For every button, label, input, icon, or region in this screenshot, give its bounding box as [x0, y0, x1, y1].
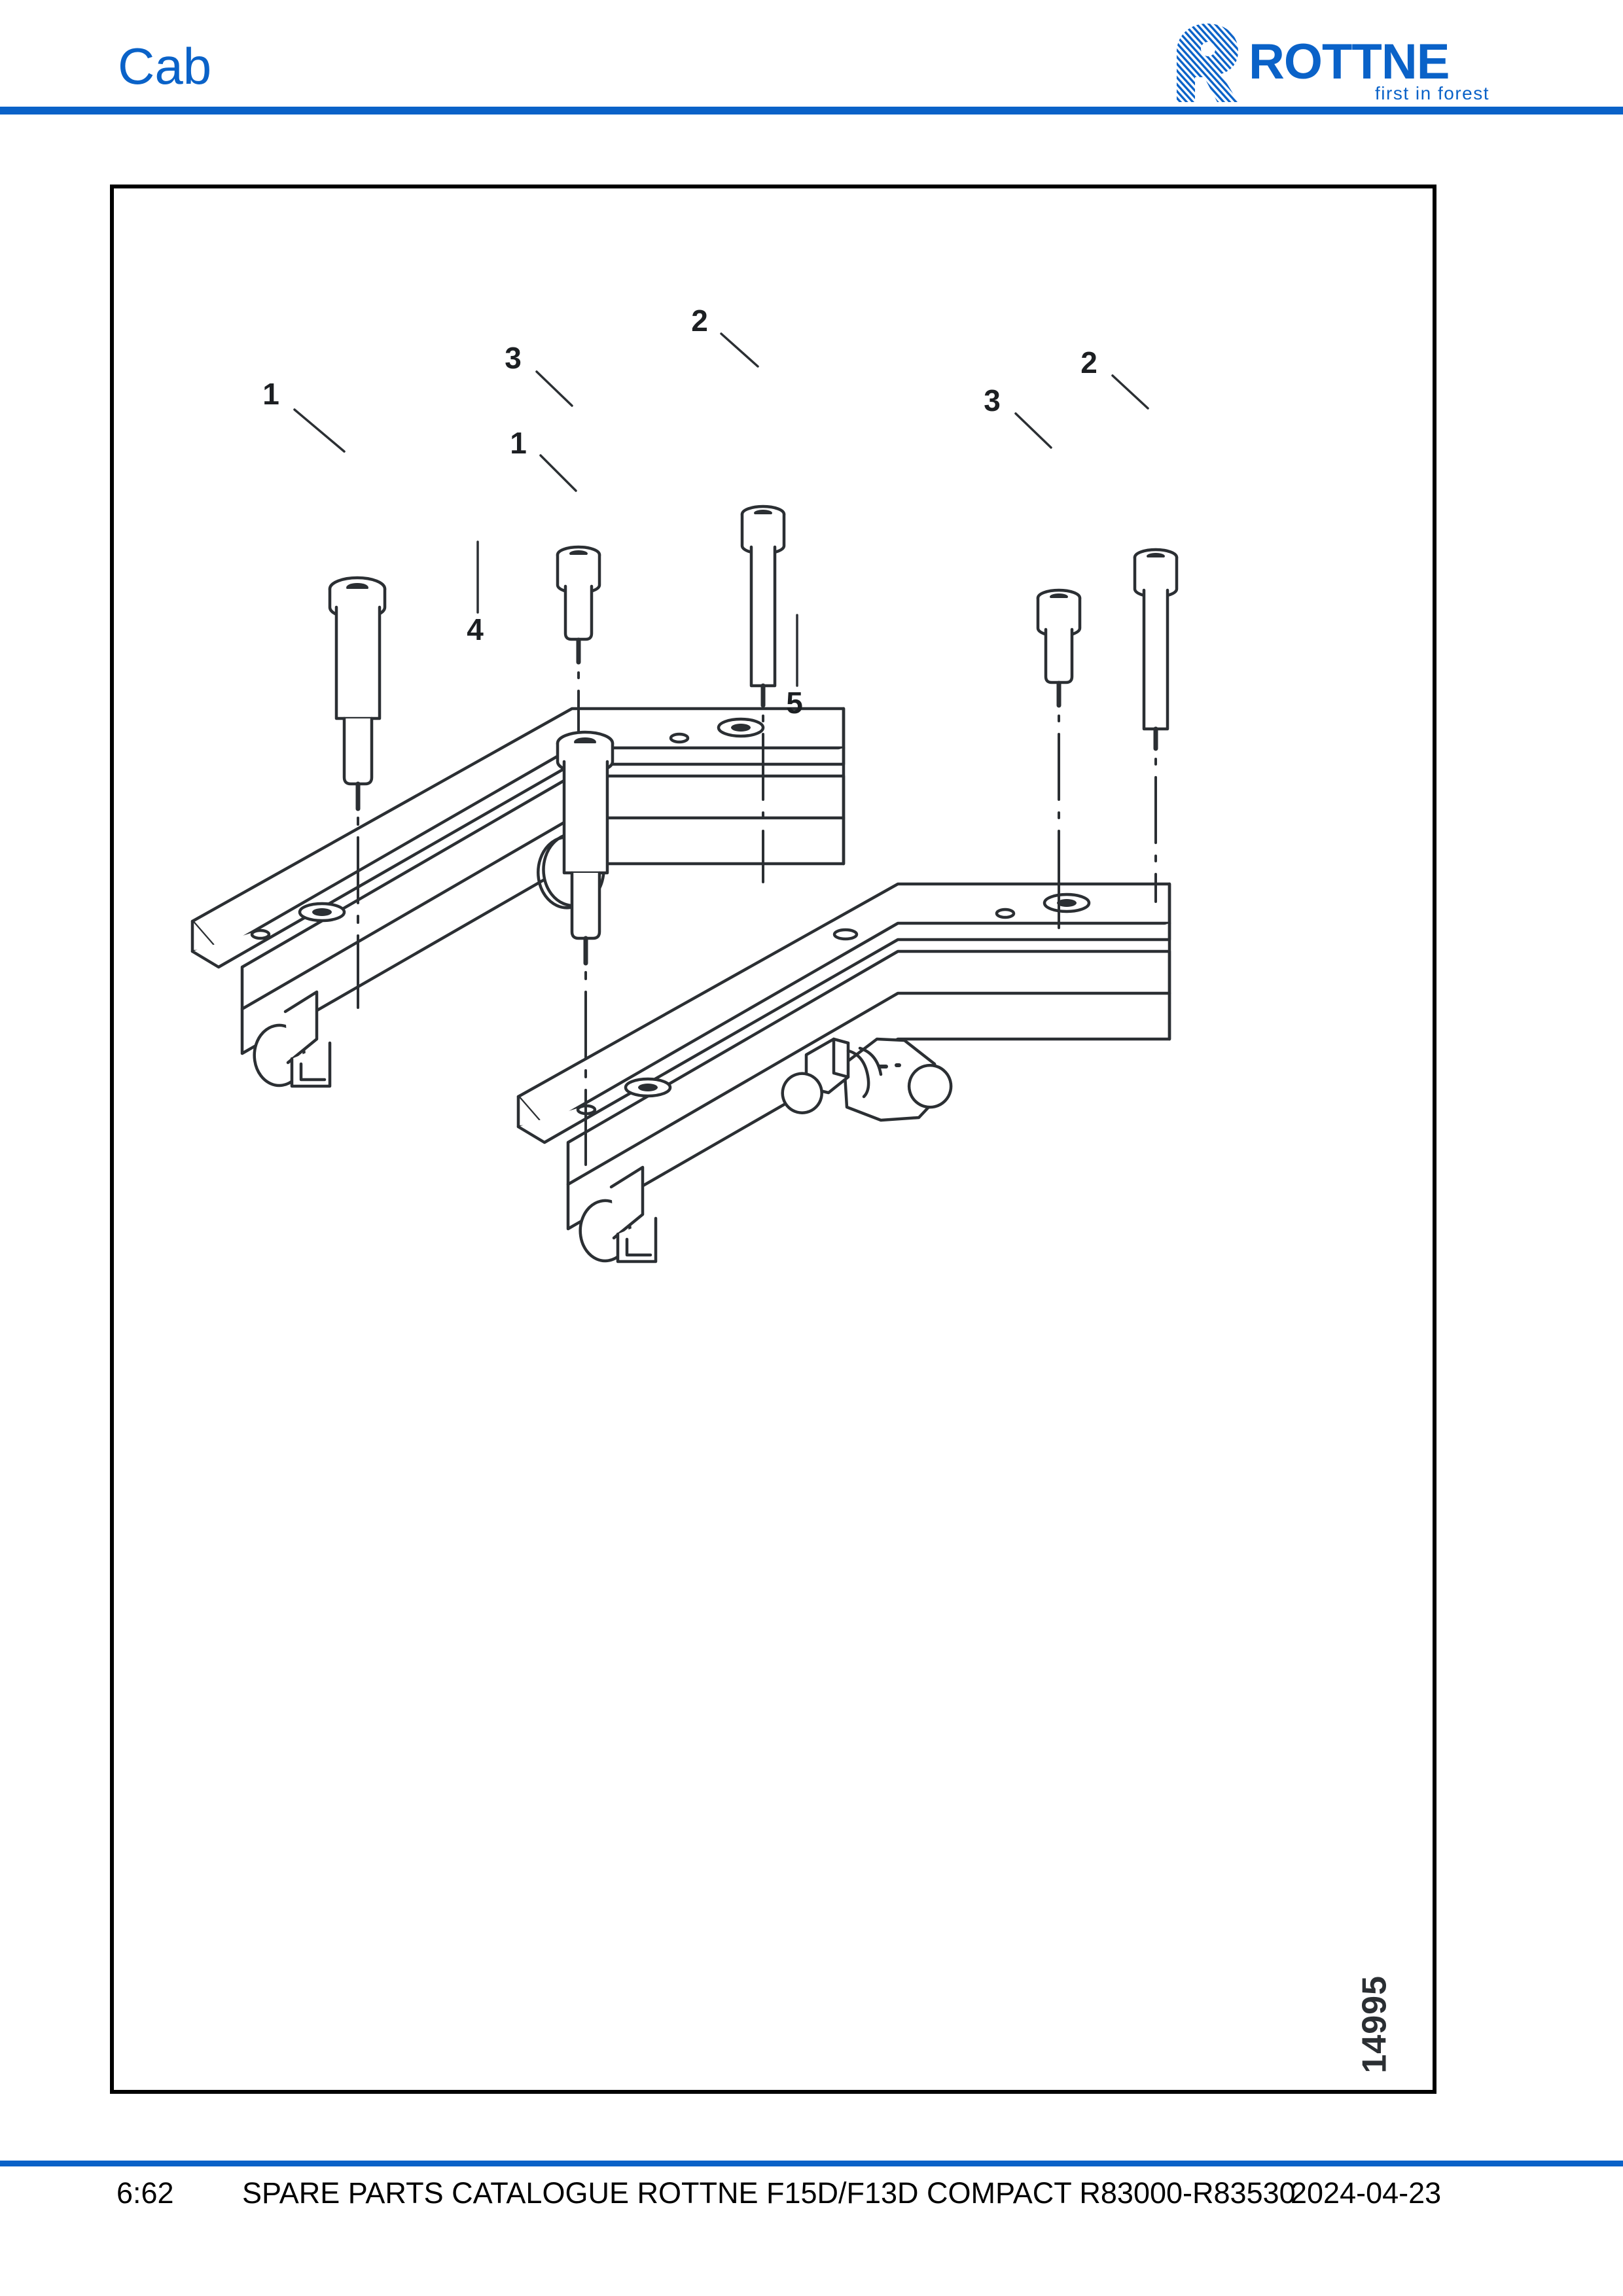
callout-3-left: 3	[505, 341, 522, 375]
part-shoulder-bolt-left	[328, 576, 387, 1009]
page-title: Cab	[118, 37, 212, 95]
drawing-frame: 1 3 2 1 3 2 4 5 14995	[110, 185, 1436, 2094]
callout-1-mid: 1	[510, 426, 527, 460]
logo-tagline: first in forest	[1375, 83, 1489, 103]
part-cap-screw-long-left	[740, 504, 786, 883]
leader-2-right	[1111, 374, 1149, 410]
logo-wordmark: ROTTNE	[1249, 34, 1449, 90]
part-cap-screw-short-right	[1036, 588, 1082, 929]
header-divider	[0, 107, 1623, 115]
callout-2-left: 2	[691, 304, 708, 338]
callout-2-right: 2	[1080, 345, 1097, 380]
footer-date: 2024-04-23	[1291, 2176, 1442, 2210]
callout-1-left: 1	[262, 377, 279, 411]
leader-1-mid	[539, 454, 577, 492]
callout-labels: 1 3 2 1 3 2 4 5	[262, 304, 1097, 720]
footer-page-number: 6:62	[116, 2176, 174, 2210]
footer-catalogue-title: SPARE PARTS CATALOGUE ROTTNE F15D/F13D C…	[242, 2176, 1296, 2210]
callout-3-right: 3	[984, 383, 1001, 417]
footer-divider	[0, 2161, 1623, 2166]
leader-3-right	[1014, 412, 1052, 449]
leader-1-left	[293, 408, 346, 453]
callout-5: 5	[786, 686, 803, 720]
logo-monogram-icon	[1177, 24, 1238, 102]
exploded-assembly-drawing: 1 3 2 1 3 2 4 5	[114, 188, 1433, 2090]
part-shoulder-bolt-middle	[556, 730, 615, 1166]
part-cap-screw-long-right	[1133, 548, 1179, 903]
callout-4: 4	[467, 612, 484, 646]
part-cap-screw-short-left	[556, 545, 601, 870]
part-right-seat-rail	[516, 882, 1171, 1263]
leader-3-left	[535, 370, 573, 407]
callout-leader-lines	[293, 332, 1149, 687]
part-rail-lock-fitting	[781, 1037, 953, 1122]
rottne-logo: ROTTNE first in forest	[1171, 18, 1551, 103]
part-left-seat-rail	[190, 707, 846, 1088]
drawing-reference-number: 14995	[1356, 1975, 1394, 2074]
leader-2-left	[720, 332, 759, 368]
footer: 6:62 SPARE PARTS CATALOGUE ROTTNE F15D/F…	[0, 2174, 1623, 2219]
